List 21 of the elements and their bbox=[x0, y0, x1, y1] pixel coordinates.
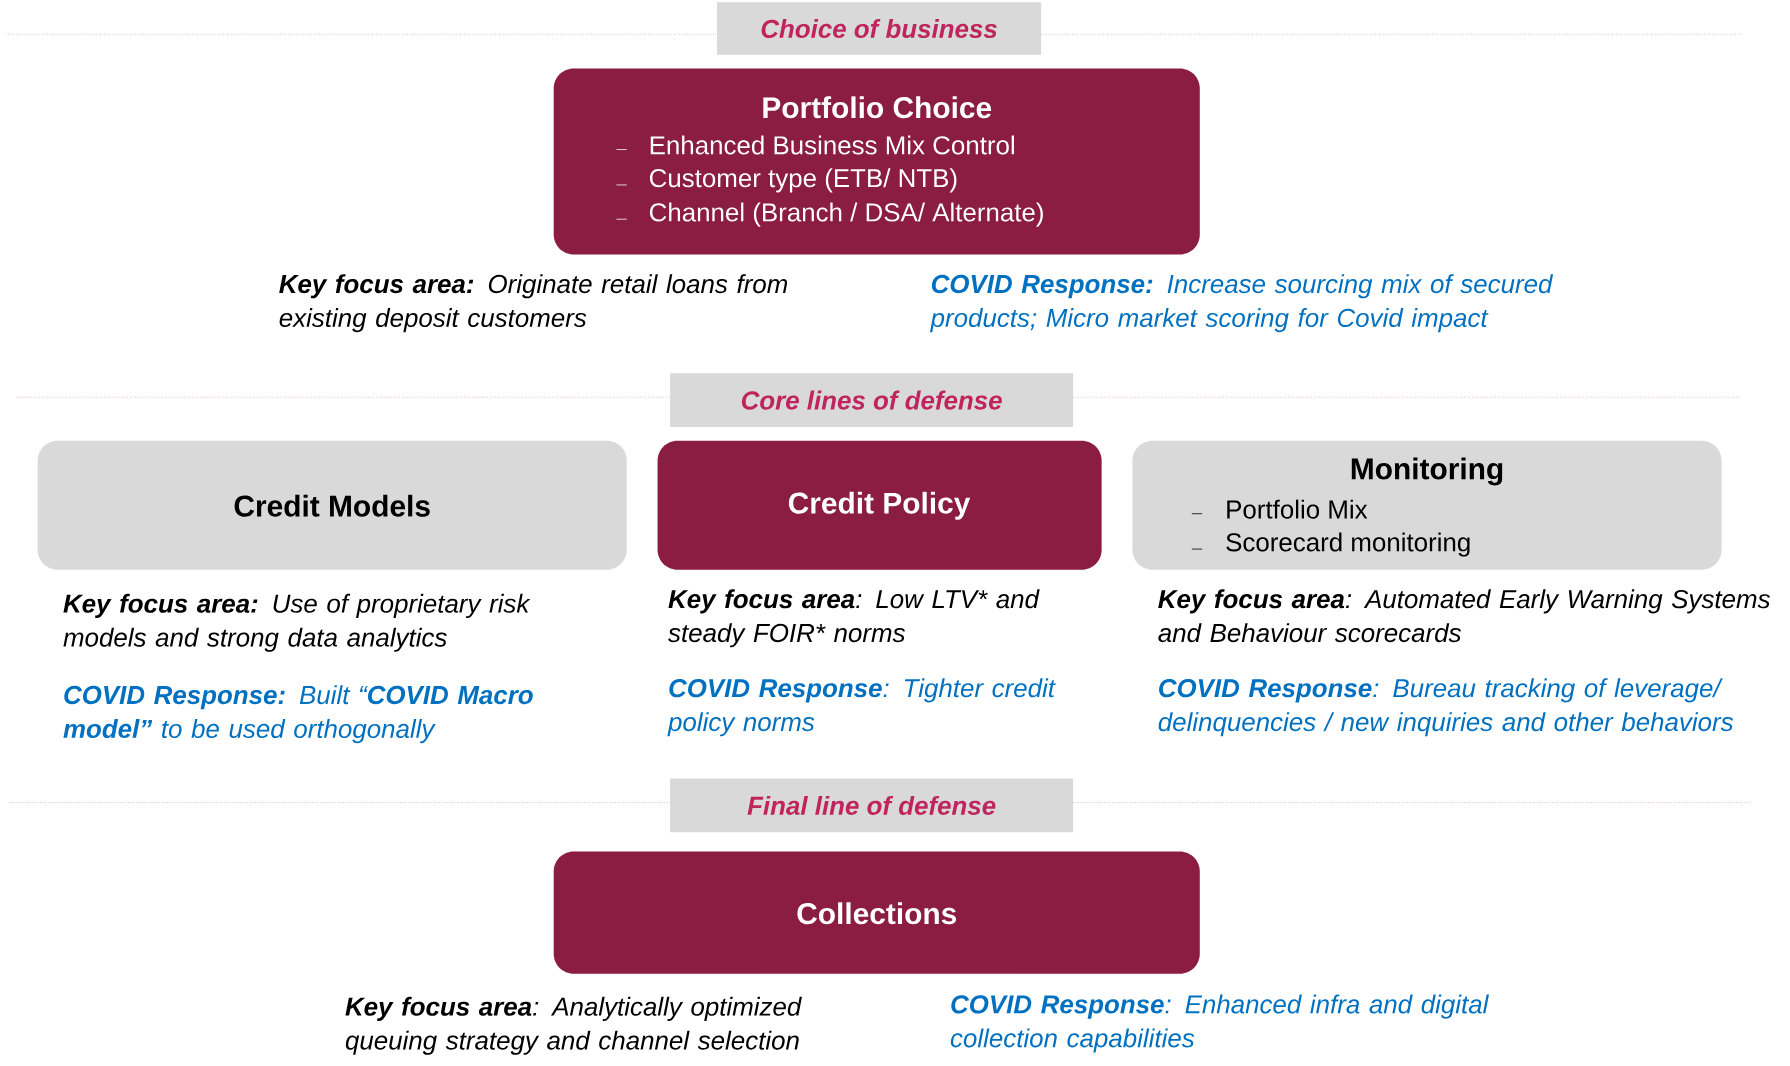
process-box: Credit Models bbox=[37, 440, 627, 570]
note-text: Key focus area: Low LTV* and steady FOIR* norms bbox=[668, 589, 1040, 648]
bullet-item: Channel (Branch / DSA/ Alternate) bbox=[616, 202, 1043, 227]
note-text: Key focus area: Use of proprietary risk models and strong data analytics bbox=[63, 593, 531, 652]
process-box: Credit Policy bbox=[657, 440, 1102, 570]
note-text: Key focus area: Automated Early Warning Systems and Behaviour scorecards bbox=[1158, 589, 1770, 643]
process-box: Collections bbox=[553, 851, 1200, 974]
section-band: Core lines of defense bbox=[670, 373, 1074, 427]
bullet-item: Customer type (ETB/ NTB) bbox=[616, 168, 957, 193]
note-text: COVID Response: Built “COVID Macro model” to be used orthogonally bbox=[63, 685, 533, 744]
note-text: COVID Response: Increase sourcing mix of secured products; Micro market scoring for Covid impact bbox=[929, 274, 1554, 333]
note-text: Key focus area: Analytically optimized queuing strategy and channel selection bbox=[345, 996, 802, 1055]
note-text: COVID Response: Tighter credit policy norms bbox=[667, 678, 1056, 737]
note-text: COVID Response: Enhanced infra and digital collection capabilities bbox=[950, 994, 1489, 1053]
bullet-item: Scorecard monitoring bbox=[1191, 532, 1470, 557]
bullet-item: Portfolio Mix bbox=[1191, 499, 1368, 519]
section-band: Final line of defense bbox=[670, 778, 1074, 833]
note-text: COVID Response: Bureau tracking of leverage/ delinquencies / new inquiries and other behaviors bbox=[1158, 678, 1734, 737]
section-band: Choice of business bbox=[716, 2, 1042, 55]
note-text: Key focus area: Originate retail loans from existing deposit customers bbox=[279, 274, 788, 333]
bullet-item: Enhanced Business Mix Control bbox=[616, 135, 1014, 155]
